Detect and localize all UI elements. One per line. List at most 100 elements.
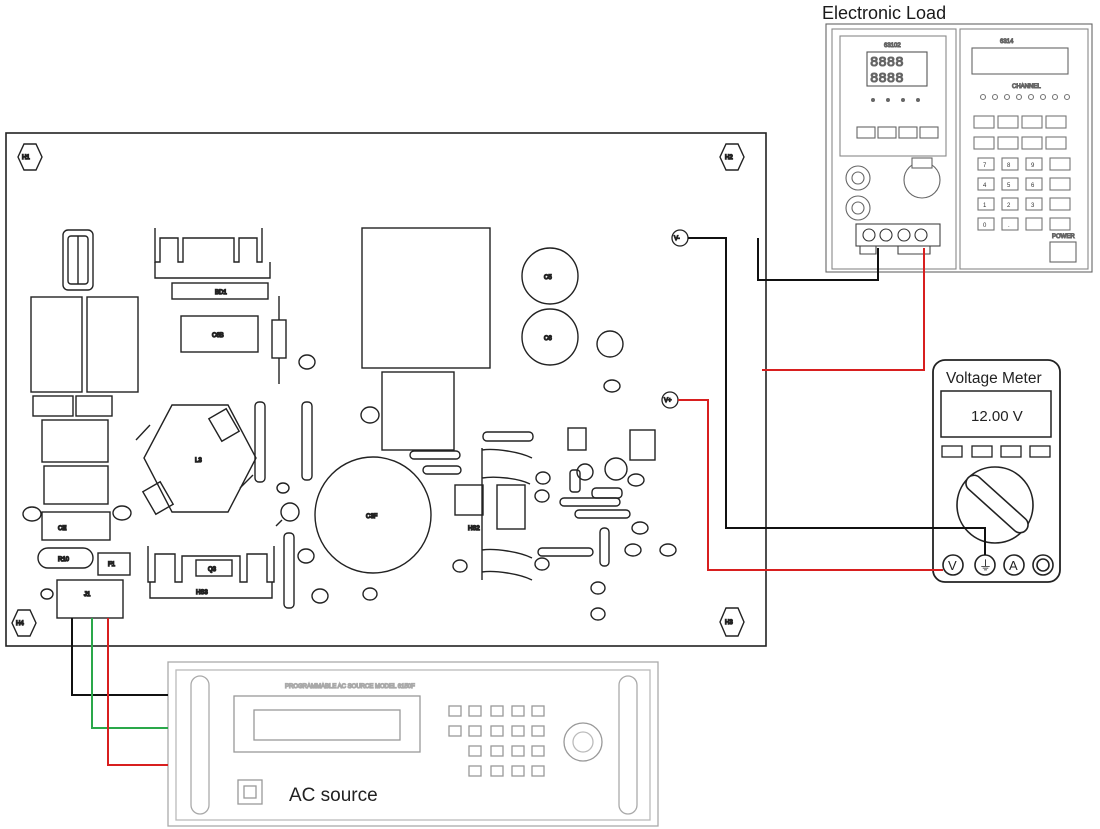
resistor-h4 xyxy=(559,497,621,507)
svg-text:1: 1 xyxy=(983,203,987,209)
terminal-com-label: ⏚ xyxy=(979,558,992,573)
svg-text:8: 8 xyxy=(1007,163,1011,169)
meter-function-buttons[interactable] xyxy=(941,445,1051,458)
svg-text:CE: CE xyxy=(58,526,66,532)
mount-hole-h3: H3 xyxy=(719,607,745,637)
diode-d1 xyxy=(271,296,287,384)
ic-u3 xyxy=(629,429,656,461)
svg-text:CHANNEL: CHANNEL xyxy=(1012,84,1041,90)
svg-text:J1: J1 xyxy=(84,592,91,598)
resistor-h1 xyxy=(482,431,534,442)
capacitor-c5: C5 xyxy=(521,247,579,305)
heatsink-hs2: HS2 xyxy=(454,448,533,581)
capacitor-hs1 xyxy=(41,419,109,463)
svg-text:C6: C6 xyxy=(544,336,552,342)
meter-rotary-dial[interactable] xyxy=(956,466,1034,544)
svg-text:PROGRAMMABLE AC SOURCE MODEL: PROGRAMMABLE AC SOURCE MODEL 6150F xyxy=(285,684,415,690)
common-mode-choke xyxy=(62,229,94,291)
svg-text:63102: 63102 xyxy=(884,43,901,49)
svg-text:HS3: HS3 xyxy=(196,590,208,596)
resistor-v8 xyxy=(569,469,581,493)
resistor-h2 xyxy=(409,450,461,460)
transformer-t1 xyxy=(361,227,491,369)
svg-text:L3: L3 xyxy=(195,458,202,464)
capacitor-c9 xyxy=(576,463,594,481)
resistor-vertical-2 xyxy=(301,401,313,481)
resistor-v7 xyxy=(599,527,610,567)
meter-display xyxy=(940,390,1052,438)
wires xyxy=(71,237,986,766)
svg-text:F1: F1 xyxy=(108,562,116,568)
svg-text:HS2: HS2 xyxy=(468,526,480,532)
svg-text:POWER: POWER xyxy=(1052,234,1075,240)
connector-j1: J1 xyxy=(56,579,124,619)
svg-text:C5: C5 xyxy=(544,275,552,281)
terminal-a-label: A xyxy=(1009,558,1018,573)
ac-wire-red xyxy=(107,618,168,766)
voltage-meter-title: Voltage Meter xyxy=(946,370,1042,387)
resistor-c32 xyxy=(75,395,113,417)
pcb-output-terminal-neg: V- xyxy=(671,229,689,247)
transformer-aux xyxy=(381,371,455,451)
capacitor-c4 xyxy=(604,457,628,481)
ac-wire-black xyxy=(71,618,168,696)
capacitor-c8 xyxy=(567,427,587,451)
svg-text:9: 9 xyxy=(1031,163,1035,169)
resistor-vertical-1 xyxy=(254,401,266,483)
svg-text:4: 4 xyxy=(983,183,987,189)
heatsink-hs3: Q3 HS3 xyxy=(147,546,275,599)
capacitor-c7 xyxy=(596,330,624,358)
svg-text:R10: R10 xyxy=(58,557,70,563)
resistor-h5 xyxy=(574,509,631,519)
svg-text:Q3: Q3 xyxy=(208,567,217,573)
svg-text:H2: H2 xyxy=(725,155,733,161)
mount-hole-h1: H1 xyxy=(17,143,43,171)
svg-text:3: 3 xyxy=(1031,203,1035,209)
resistor-vertical-3 xyxy=(283,532,295,609)
svg-text:5: 5 xyxy=(1007,183,1011,189)
meter-terminals xyxy=(942,554,1054,576)
capacitor-c6b: C6B xyxy=(180,315,259,353)
svg-text:H3: H3 xyxy=(725,620,733,626)
svg-text:H4: H4 xyxy=(16,621,24,627)
voltage-meter: Voltage Meter 12.00 V V ⏚ A xyxy=(932,359,1061,583)
x-capacitor-1 xyxy=(30,296,83,393)
mount-hole-h4: H4 xyxy=(11,609,37,637)
svg-text:BD1: BD1 xyxy=(215,290,227,296)
meter-reading: 12.00 V xyxy=(971,408,1023,425)
test-points xyxy=(22,354,677,621)
resistor-r10: R10 xyxy=(37,547,94,569)
x-capacitor-2 xyxy=(86,296,139,393)
svg-text:.: . xyxy=(1008,223,1010,229)
meter-wire-red xyxy=(678,399,943,571)
svg-text:7: 7 xyxy=(983,163,987,169)
bulk-capacitor-c3: C3F xyxy=(314,456,432,574)
bridge-heatsink-bd1: BD1 xyxy=(154,228,271,300)
capacitor-c xyxy=(43,465,109,505)
load-black-to-eload xyxy=(757,238,879,281)
capacitor-c6: C6 xyxy=(521,308,579,366)
ac-source-title: AC source xyxy=(289,785,378,806)
ac-wire-green xyxy=(91,618,168,729)
pcb-output-terminal-pos: V+ xyxy=(661,391,679,409)
svg-text:V-: V- xyxy=(674,236,680,242)
svg-text:C6B: C6B xyxy=(212,333,224,339)
resistor-h3 xyxy=(422,465,462,475)
electronic-load: 63102 8888 8888 6314 CHANNEL xyxy=(825,23,1093,273)
resistor-c36 xyxy=(32,395,74,417)
transistor-q1 xyxy=(275,502,300,527)
resistor-zp xyxy=(591,487,623,499)
mount-hole-h2: H2 xyxy=(719,143,745,171)
svg-text:2: 2 xyxy=(1007,203,1011,209)
toroid-inductor-l3: L3 xyxy=(135,404,257,516)
load-wire-black xyxy=(688,237,986,555)
ac-source: PROGRAMMABLE AC SOURCE MODEL 6150F xyxy=(167,661,659,827)
svg-text:8888: 8888 xyxy=(870,71,904,87)
electronic-load-title: Electronic Load xyxy=(822,3,946,23)
pcb-board: H1 H2 H4 H3 CE R10 xyxy=(5,132,767,647)
resistor-h6 xyxy=(537,547,594,557)
svg-text:8888: 8888 xyxy=(870,55,904,71)
load-wire-red xyxy=(762,248,925,371)
svg-text:6314: 6314 xyxy=(1000,39,1014,45)
